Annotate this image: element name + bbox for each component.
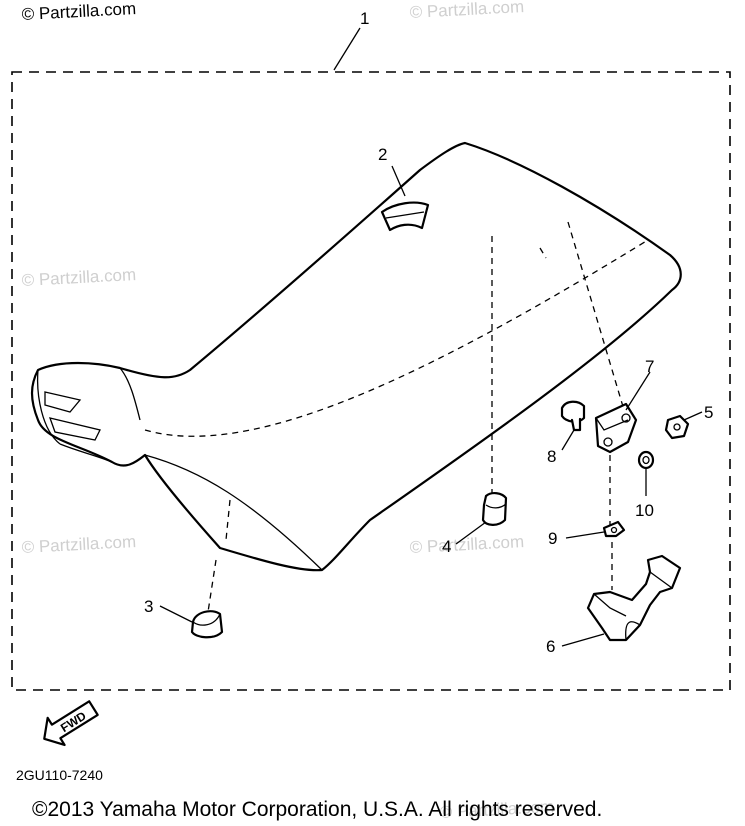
callout-3: 3 [144,597,153,616]
part-3-damper [190,610,224,639]
callout-10: 10 [635,501,654,520]
callout-1: 1 [360,9,369,28]
copyright-notice: ©2013 Yamaha Motor Corporation, U.S.A. A… [32,798,602,821]
leader-4 [455,521,487,545]
callout-7: 7 [645,357,654,376]
fwd-arrow-icon: FWD [43,700,99,747]
part-10-washer [637,450,655,470]
leader-3 [159,605,193,623]
part-8-bolt [560,400,586,432]
callout-8: 8 [547,447,556,466]
leader-8 [561,429,575,451]
callout-6: 6 [546,637,555,656]
hidden-line [225,499,231,541]
hidden-line [207,559,217,613]
leader-2 [391,165,406,197]
part-5-nut [664,414,690,440]
watermark: © Partzilla.com [21,532,136,557]
callout-5: 5 [704,403,713,422]
part-6-lever [586,554,682,642]
leader-5 [683,411,703,421]
callout-4: 4 [442,537,451,556]
part-7-bracket [594,402,638,454]
watermark: © Partzilla.com [21,265,136,290]
callout-9: 9 [548,529,557,548]
watermark: © Partzilla.com [409,0,524,22]
watermark-top-left: © Partzilla.com [21,0,136,24]
part-4-damper [481,492,508,526]
leader-6 [561,633,605,647]
leader-7 [625,371,651,411]
hidden-line [539,247,547,259]
callout-2: 2 [378,145,387,164]
seat-assembly [30,141,682,572]
part-9-bolt [602,520,626,538]
diagram-code: 2GU110-7240 [16,767,103,783]
leader-1 [333,27,361,71]
assembly-frame [11,71,731,691]
leader-9 [565,531,605,539]
